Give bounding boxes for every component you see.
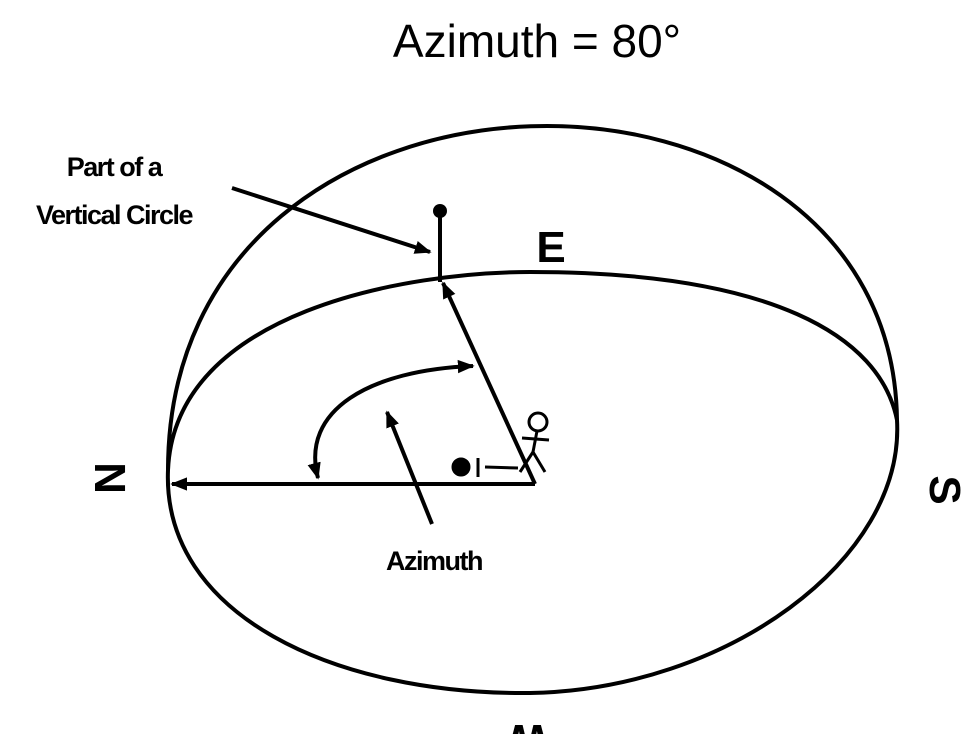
azimuth-arc	[307, 359, 475, 480]
horizon-ellipse	[165, 269, 900, 696]
south-label: S	[920, 475, 963, 504]
east-label: E	[536, 223, 565, 272]
vertical-circle-pointer-arrow	[231, 186, 432, 254]
north-label: N	[85, 462, 134, 494]
azimuth-label: Azimuth	[386, 546, 482, 576]
vertical-circle-label-line1: Part of a	[67, 152, 164, 182]
vertical-circle-label-line2: Vertical Circle	[36, 200, 194, 230]
star-dot	[433, 204, 447, 218]
azimuth-pointer-line	[441, 281, 537, 485]
celestial-dome	[166, 124, 899, 471]
observer-figure	[451, 411, 550, 477]
west-label: W	[507, 715, 549, 734]
azimuth-pointer-arrow	[385, 410, 434, 525]
diagram-title: Azimuth = 80°	[393, 15, 681, 67]
